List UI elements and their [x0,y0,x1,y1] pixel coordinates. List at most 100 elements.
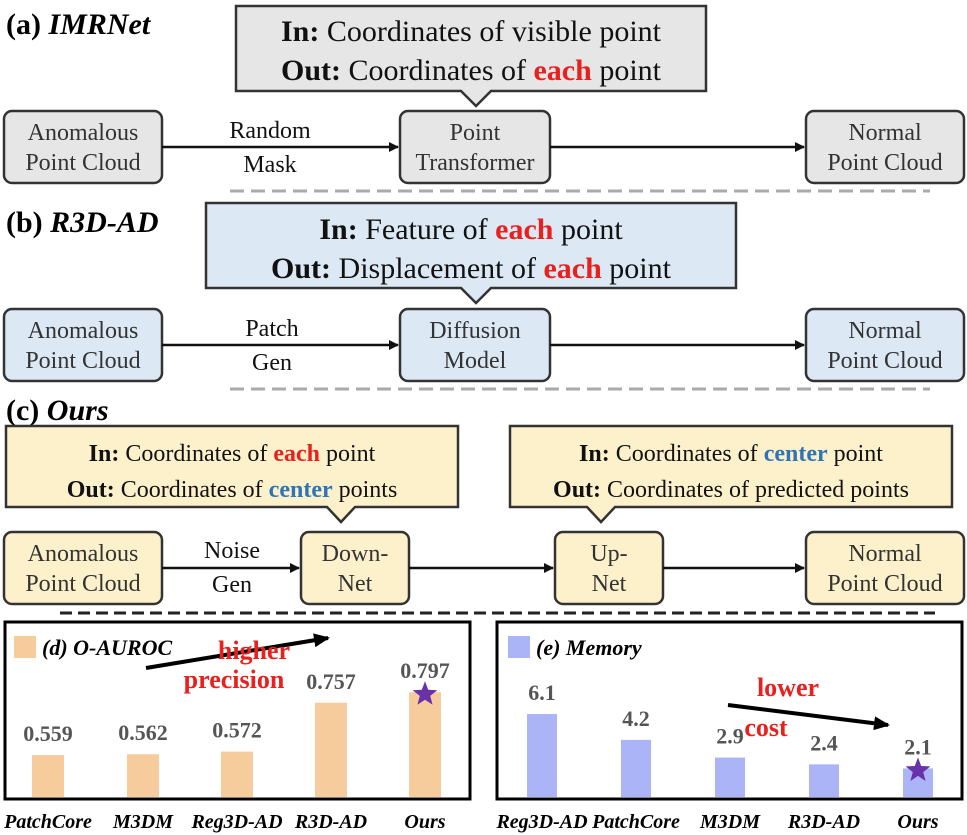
svg-text:Transformer: Transformer [415,150,534,176]
io-a-in: In: Coordinates of visible point [281,15,662,48]
x-tick-label: PatchCore [3,811,92,833]
io-b-in: In: Feature of each point [319,213,623,246]
io-c-right-in: In: Coordinates of center point [579,441,883,467]
chart-e-annotation-2: cost [744,713,788,742]
edge-a-label-1: Random [229,118,311,144]
edge-b-label-1: Patch [245,316,298,342]
x-tick-label: R3D-AD [787,811,860,833]
x-tick-label: Reg3D-AD [495,811,587,833]
bar-value-label: 2.1 [904,734,932,759]
svg-text:Normal: Normal [848,541,922,567]
svg-text:Point Cloud: Point Cloud [827,571,942,597]
x-tick-label: Ours [897,811,938,833]
node-b-output: Normal Point Cloud [804,307,966,383]
bar-value-label: 4.2 [622,706,650,731]
star-icon [412,681,438,705]
x-tick-label: R3D-AD [294,811,367,833]
chart-d-frame [3,620,472,801]
chart-d-title: (d) O-AUROC [42,635,172,660]
io-box-c-left: In: Coordinates of each point Out: Coord… [4,424,460,524]
node-a-input: Anomalous Point Cloud [2,109,164,185]
section-a-label: (a) IMRNet [6,8,152,41]
svg-text:Normal: Normal [848,318,922,344]
section-c-label: (c) Ours [6,394,109,427]
bar-reg3d-ad [527,714,557,797]
bar-reg3d-ad [221,751,253,797]
svg-text:Point Cloud: Point Cloud [25,150,140,176]
x-tick-label: M3DM [112,811,174,833]
svg-text:Net: Net [338,571,373,597]
section-b: (b) R3D-AD In: Feature of each point Out… [2,201,966,383]
io-c-left-in: In: Coordinates of each point [89,441,376,467]
svg-text:Anomalous: Anomalous [28,318,139,344]
edge-c-label-1: Noise [204,538,260,564]
chart-e-annotation-1: lower [757,673,819,702]
io-a-out: Out: Coordinates of each point [281,54,662,87]
svg-text:Anomalous: Anomalous [28,120,139,146]
chart-d-annotation-2: precision [184,665,285,694]
bar-r3d-ad [809,764,839,797]
io-box-b: In: Feature of each point Out: Displacem… [204,201,738,305]
bar-value-label: 2.4 [810,730,838,755]
chart-e-frame [495,620,964,801]
x-tick-label: Ours [404,811,445,833]
edge-c-label-2: Gen [212,572,252,598]
svg-text:Model: Model [444,348,507,374]
node-c-up: Up- Net [553,530,665,606]
chart-e-title: (e) Memory [536,635,642,660]
section-a: (a) IMRNet In: Coordinates of visible po… [2,4,966,185]
svg-text:Down-: Down- [322,541,389,567]
io-box-a: In: Coordinates of visible point Out: Co… [234,4,708,108]
bar-value-label: 0.572 [212,718,262,743]
section-c: (c) Ours In: Coordinates of each point O… [2,394,966,606]
svg-text:Net: Net [592,571,627,597]
io-box-c-right: In: Coordinates of center point Out: Coo… [508,424,954,524]
bar-m3dm [715,757,745,797]
svg-text:Point Cloud: Point Cloud [827,348,942,374]
svg-text:Point Cloud: Point Cloud [25,571,140,597]
bar-value-label: 2.9 [716,724,744,749]
chart-d-o-auroc: (d) O-AUROC higher precision 0.559PatchC… [3,620,472,833]
io-b-out: Out: Displacement of each point [271,252,672,285]
bar-value-label: 0.757 [306,669,356,694]
svg-text:Point Cloud: Point Cloud [25,348,140,374]
bar-patchcore [32,755,64,797]
x-tick-label: M3DM [699,811,761,833]
node-b-input: Anomalous Point Cloud [2,307,164,383]
chart-e-trend-arrow [727,703,890,731]
bar-value-label: 0.797 [400,658,450,683]
x-tick-label: PatchCore [591,811,680,833]
node-b-model: Diffusion Model [398,307,552,383]
star-icon [905,757,931,781]
node-a-model: Point Transformer [398,109,552,185]
bar-value-label: 0.562 [118,720,168,745]
bar-value-label: 0.559 [23,721,73,746]
svg-text:Point Cloud: Point Cloud [827,150,942,176]
svg-text:Up-: Up- [590,541,627,567]
chart-d-legend-swatch [14,636,36,658]
section-b-label: (b) R3D-AD [6,206,159,239]
io-c-left-out: Out: Coordinates of center points [67,477,398,503]
node-c-output: Normal Point Cloud [804,530,966,606]
svg-text:Point: Point [450,120,501,146]
bar-m3dm [127,754,159,797]
edge-b-label-2: Gen [252,350,292,376]
bar-patchcore [621,739,651,797]
chart-d-annotation-1: higher [218,636,290,665]
svg-text:Normal: Normal [848,120,922,146]
svg-text:Diffusion: Diffusion [429,318,521,344]
node-c-down: Down- Net [299,530,411,606]
bar-value-label: 6.1 [528,680,556,705]
node-a-output: Normal Point Cloud [804,109,966,185]
bar-ours [409,692,441,797]
chart-d-trend-arrow [145,633,330,670]
bar-r3d-ad [315,702,347,797]
node-c-input: Anomalous Point Cloud [2,530,164,606]
edge-a-label-2: Mask [243,152,296,178]
svg-text:Anomalous: Anomalous [28,541,139,567]
chart-e-legend-swatch [508,636,530,658]
x-tick-label: Reg3D-AD [190,811,282,833]
io-c-right-out: Out: Coordinates of predicted points [553,477,909,503]
